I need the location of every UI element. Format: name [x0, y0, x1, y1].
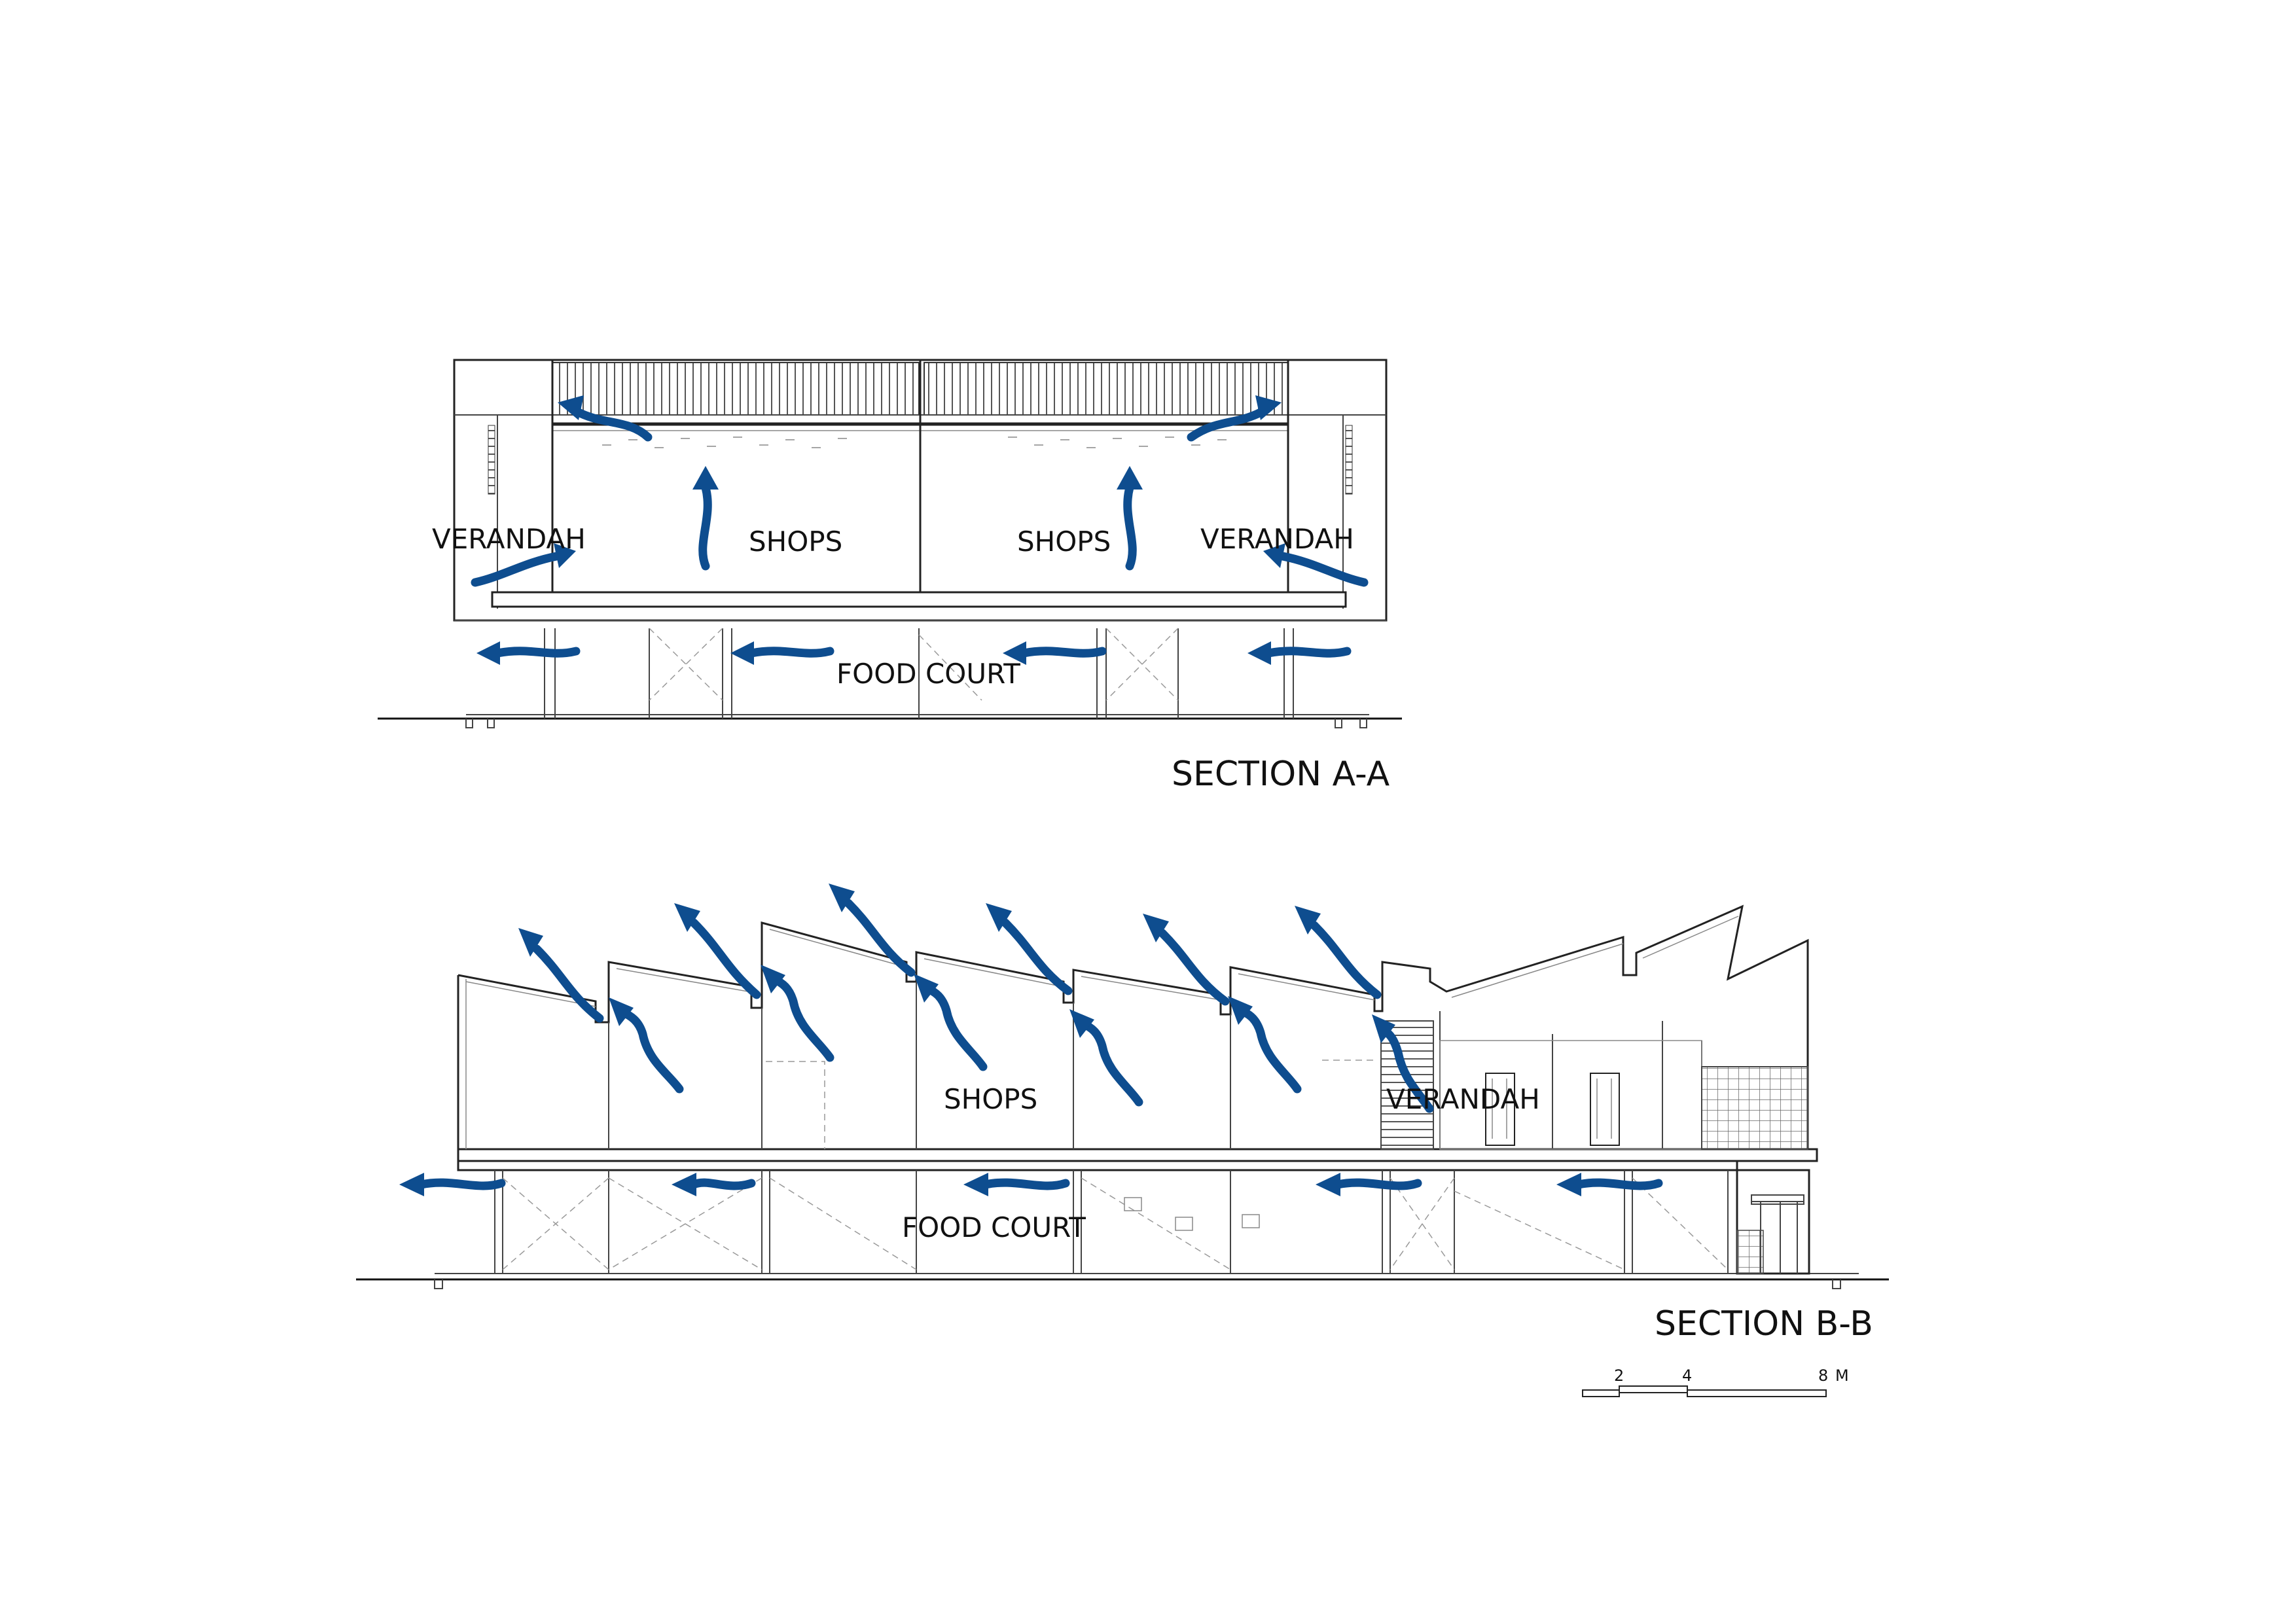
- label-food-court-a: FOOD COURT: [836, 658, 1020, 690]
- scale-bar: 2 4 8 M: [1582, 1366, 1849, 1397]
- section-b-drawing: [356, 904, 1889, 1289]
- label-food-court-b: FOOD COURT: [902, 1211, 1086, 1243]
- label-verandah-left: VERANDAH: [432, 523, 586, 555]
- label-verandah-b: VERANDAH: [1386, 1083, 1540, 1115]
- title-section-a: SECTION A-A: [1172, 755, 1390, 794]
- scale-tick-2: 2: [1614, 1366, 1624, 1385]
- label-shops-left: SHOPS: [749, 526, 842, 558]
- scale-tick-4: 4: [1682, 1366, 1692, 1385]
- section-b-airflow-arrows: [399, 883, 1663, 1196]
- label-shops-right: SHOPS: [1017, 526, 1111, 558]
- title-section-b: SECTION B-B: [1655, 1304, 1873, 1344]
- scale-tick-8: 8: [1818, 1366, 1828, 1385]
- label-verandah-right: VERANDAH: [1200, 523, 1354, 555]
- label-shops-b: SHOPS: [944, 1083, 1037, 1115]
- section-a-airflow-arrows: [471, 395, 1369, 665]
- section-a-drawing: [378, 359, 1402, 728]
- scale-unit: M: [1835, 1366, 1849, 1385]
